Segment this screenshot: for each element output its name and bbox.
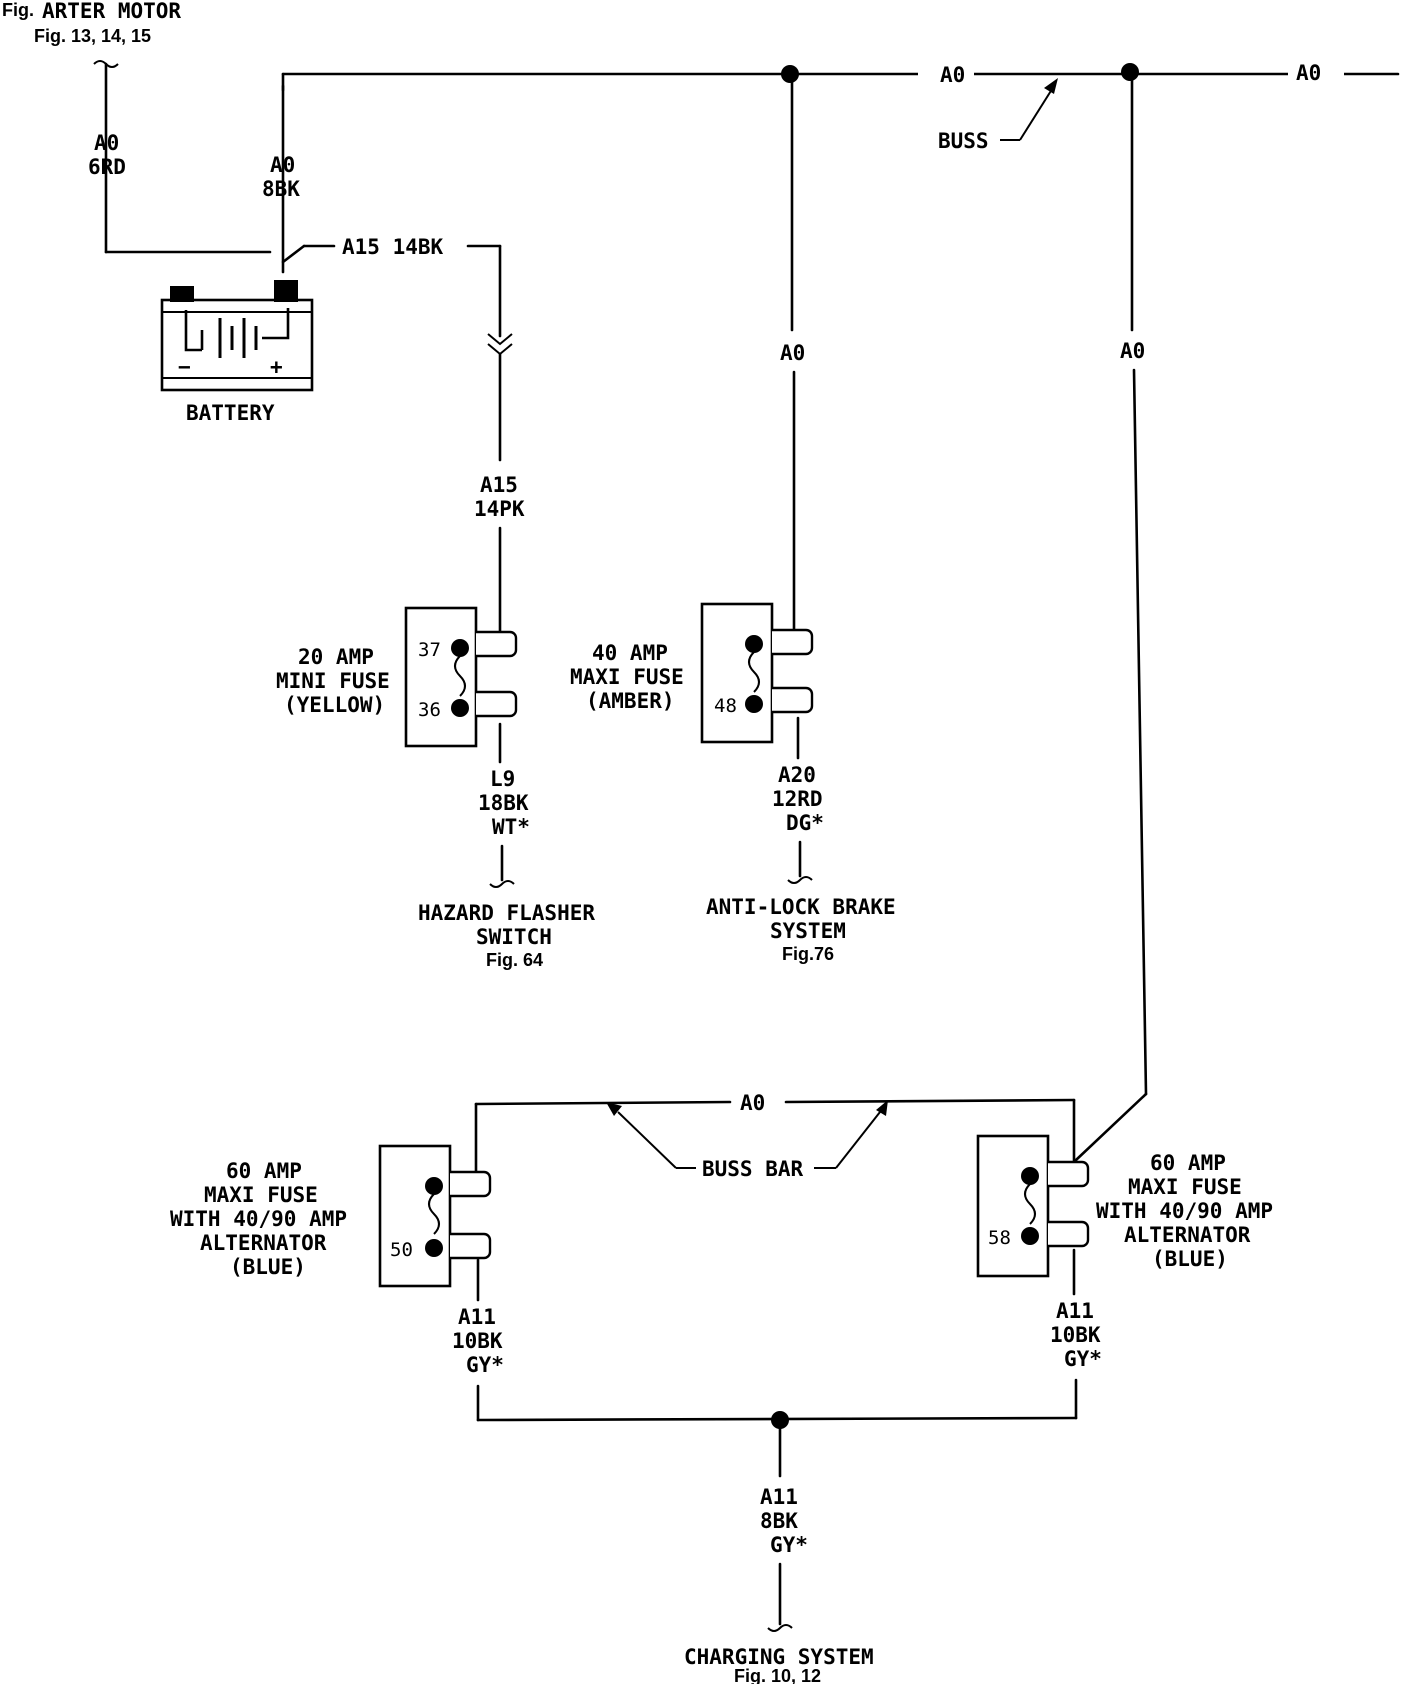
- hazard-label-1: HAZARD FLASHER: [418, 901, 595, 925]
- fig-prefix: Fig.: [2, 0, 34, 20]
- maxi60-right-pin-bottom: 58: [988, 1227, 1011, 1249]
- battery-label: BATTERY: [186, 401, 275, 425]
- wire-label-a11-left-gauge: 10BK: [452, 1329, 503, 1353]
- maxi60-right-label-1: 60 AMP: [1150, 1151, 1226, 1175]
- wire-label-a15-circuit: A15: [480, 473, 518, 497]
- buss-bar-arrowhead-right: [876, 1100, 888, 1116]
- wire-label-battery-circuit: A0: [270, 153, 295, 177]
- buss-label: BUSS: [938, 129, 989, 153]
- wire-label-ao-top-2: A0: [1296, 61, 1321, 85]
- maxi60-right-label-3: WITH 40/90 AMP: [1096, 1199, 1273, 1223]
- charging-connector-symbol: [767, 1624, 793, 1632]
- wire-label-ao-vert-1: A0: [780, 341, 805, 365]
- maxi60-left-label-4: ALTERNATOR: [200, 1231, 327, 1255]
- buss-arrowhead: [1044, 78, 1058, 94]
- wire-label-l9-gauge: 18BK: [478, 791, 529, 815]
- maxi40-label-3: (AMBER): [586, 689, 675, 713]
- buss-bar-wire-left: [474, 1100, 732, 1106]
- wire-label-battery-gauge: 8BK: [262, 177, 300, 201]
- wire-label-a11-right-gauge: 10BK: [1050, 1323, 1101, 1347]
- buss-bar-arrowhead-left: [606, 1102, 622, 1116]
- maxi40-label-1: 40 AMP: [592, 641, 668, 665]
- battery-icon: − +: [160, 280, 314, 392]
- wire-label-a11-bottom-tracer: GY*: [770, 1533, 808, 1557]
- hazard-connector-symbol: [489, 880, 515, 888]
- wire-label-starter-circuit: A0: [94, 131, 119, 155]
- maxi60-left-label-1: 60 AMP: [226, 1159, 302, 1183]
- maxi60-right-label-2: MAXI FUSE: [1128, 1175, 1242, 1199]
- hazard-label-2: SWITCH: [476, 925, 552, 949]
- wire-label-a11-bottom-gauge: 8BK: [760, 1509, 798, 1533]
- maxi60-right-label-5: (BLUE): [1152, 1247, 1228, 1271]
- wire-label-a11-right-circuit: A11: [1056, 1299, 1094, 1323]
- hazard-label-fig: Fig. 64: [486, 950, 543, 970]
- maxi60-left-label-5: (BLUE): [230, 1255, 306, 1279]
- buss-bar-wire-right: [784, 1098, 1076, 1104]
- abs-label-fig: Fig.76: [782, 944, 834, 964]
- wire-label-a20-circuit: A20: [778, 763, 816, 787]
- a15-wire-from-battery: [281, 244, 306, 264]
- svg-text:−: −: [178, 355, 191, 379]
- wire-label-a11-left-circuit: A11: [458, 1305, 496, 1329]
- wire-label-a15-top: A15 14BK: [342, 235, 444, 259]
- abs-connector-symbol: [787, 876, 813, 884]
- mini-fuse-label-1: 20 AMP: [298, 645, 374, 669]
- mini-fuse-pin-top: 37: [418, 639, 441, 661]
- junction-dot-ao-1: [781, 65, 799, 83]
- charging-label-fig: Fig. 10, 12: [734, 1666, 821, 1684]
- abs-label-2: SYSTEM: [770, 919, 846, 943]
- wire-label-a15-gauge: 14PK: [474, 497, 525, 521]
- mini-fuse-label-3: (YELLOW): [284, 693, 385, 717]
- mini-fuse: [404, 606, 518, 748]
- buss-bar-arrow-left: [617, 1111, 677, 1169]
- mini-fuse-label-2: MINI FUSE: [276, 669, 390, 693]
- abs-label-1: ANTI-LOCK BRAKE: [706, 895, 896, 919]
- wire-label-ao-buss-bar: A0: [740, 1091, 765, 1115]
- maxi60-left-label-2: MAXI FUSE: [204, 1183, 318, 1207]
- wire-label-ao-vert-2: A0: [1120, 339, 1145, 363]
- starter-motor-label: ARTER MOTOR: [42, 0, 181, 23]
- maxi-fuse-60-right: [976, 1134, 1090, 1278]
- buss-leader-arrow: [1019, 85, 1055, 141]
- ao-vertical-wire-2b: [1132, 368, 1148, 1096]
- wire-label-a11-bottom-circuit: A11: [760, 1485, 798, 1509]
- maxi40-pin-bottom: 48: [714, 695, 737, 717]
- maxi-fuse-60-left: [378, 1144, 492, 1288]
- wire-label-a20-tracer: DG*: [786, 811, 824, 835]
- buss-bar-label: BUSS BAR: [702, 1157, 804, 1181]
- starter-motor-fig: Fig. 13, 14, 15: [34, 26, 151, 46]
- ao-diagonal-to-right-fuse: [1074, 1092, 1148, 1162]
- junction-dot-ao-2: [1121, 63, 1139, 81]
- maxi60-right-label-4: ALTERNATOR: [1124, 1223, 1251, 1247]
- wire-label-a20-gauge: 12RD: [772, 787, 823, 811]
- wire-label-starter-gauge: 6RD: [88, 155, 126, 179]
- svg-text:+: +: [270, 355, 283, 379]
- mini-fuse-pin-bottom: 36: [418, 699, 441, 721]
- maxi60-left-pin-bottom: 50: [390, 1239, 413, 1261]
- maxi60-left-label-3: WITH 40/90 AMP: [170, 1207, 347, 1231]
- wire-label-l9-tracer: WT*: [492, 815, 530, 839]
- wire-label-a11-right-tracer: GY*: [1064, 1347, 1102, 1371]
- wire-label-l9-circuit: L9: [490, 767, 515, 791]
- wire-label-a11-left-tracer: GY*: [466, 1353, 504, 1377]
- maxi40-label-2: MAXI FUSE: [570, 665, 684, 689]
- wire-label-ao-top-1-over: A0: [940, 63, 965, 87]
- maxi-fuse-40: [700, 602, 814, 744]
- buss-bar-arrow-right: [835, 1111, 881, 1169]
- charging-label-1: CHARGING SYSTEM: [684, 1645, 874, 1669]
